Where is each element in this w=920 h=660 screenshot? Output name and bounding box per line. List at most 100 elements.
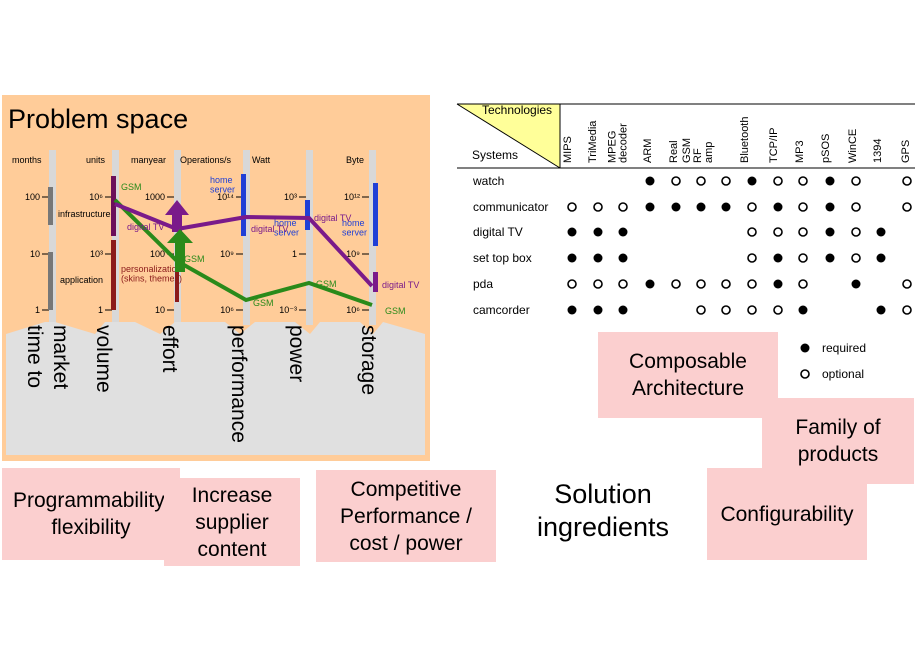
optional-dot — [593, 279, 603, 289]
legend-optional-dot — [800, 369, 810, 379]
axis-head-ops: Operations/s — [180, 155, 232, 165]
tech-header: TriMedia — [587, 120, 599, 163]
composable-architecture-box: Composable Architecture — [598, 332, 778, 418]
optional-dot — [798, 279, 808, 289]
gsm-line — [113, 198, 373, 307]
axis-bar-byte — [369, 150, 376, 325]
required-dot — [567, 305, 577, 315]
competitive-performance-box: Competitive Performance / cost / power — [316, 470, 496, 562]
tech-header-line: Real — [668, 140, 680, 163]
system-name: camcorder — [473, 303, 530, 317]
required-dot — [747, 176, 757, 186]
optional-dot — [721, 176, 731, 186]
tech-header: GSMRFamp — [681, 138, 715, 163]
digital-tv-label: digital TV — [127, 222, 164, 232]
required-dot — [645, 176, 655, 186]
tech-header-line: 1394 — [872, 139, 884, 163]
required-dot — [876, 253, 886, 263]
tick-label: 10⁹ — [346, 249, 360, 259]
tick-label: 1 — [292, 249, 297, 259]
optional-dot — [747, 279, 757, 289]
optional-dot — [696, 176, 706, 186]
gsm-arrow — [167, 229, 193, 272]
axis-head-units: units — [86, 155, 106, 165]
optional-dot — [671, 176, 681, 186]
optional-dot — [851, 253, 861, 263]
axis-head-manyear: manyear — [131, 155, 166, 165]
axis-label-line: power — [285, 325, 308, 382]
required-dot — [645, 279, 655, 289]
optional-dot — [773, 176, 783, 186]
optional-dot — [696, 279, 706, 289]
optional-dot — [798, 253, 808, 263]
optional-dot — [773, 305, 783, 315]
corner-systems: Systems — [472, 148, 518, 162]
axis-label-byte: storage — [357, 325, 380, 395]
tech-header-line: Bluetooth — [739, 117, 751, 163]
required-dot — [593, 227, 603, 237]
optional-dot — [721, 279, 731, 289]
legend-required-label: required — [822, 341, 866, 355]
label-line: home — [210, 175, 233, 185]
tick-label: 10¹² — [344, 192, 360, 202]
required-dot — [618, 253, 628, 263]
optional-dot — [567, 279, 577, 289]
optional-dot — [851, 176, 861, 186]
tech-header-line: decoder — [618, 123, 630, 163]
supplier-content-box: Increase supplier content — [164, 478, 300, 566]
tick-label: 1000 — [145, 192, 165, 202]
label-line: home — [342, 218, 365, 228]
gsm-label: GSM — [121, 182, 142, 192]
system-name: pda — [473, 277, 493, 291]
label-line: (skins, themes) — [121, 273, 182, 283]
optional-dot — [902, 279, 912, 289]
problem-space-title: Problem space — [8, 104, 188, 134]
tick-label: 10⁶ — [346, 305, 360, 315]
required-dot — [696, 202, 706, 212]
digital-tv-label: digital TV — [382, 280, 419, 290]
tech-header-line: WinCE — [847, 129, 859, 163]
system-name: set top box — [473, 251, 532, 265]
tech-header: 1394 — [872, 139, 884, 163]
axis-group: months100101units10⁶10³1manyear100010010… — [12, 150, 378, 325]
tick-label: 10 — [155, 305, 165, 315]
tech-header-line: RF — [692, 148, 704, 163]
required-dot — [671, 202, 681, 212]
required-dot — [567, 227, 577, 237]
tech-header: GPS — [900, 140, 912, 163]
optional-dot — [747, 253, 757, 263]
tech-header: MP3 — [794, 140, 806, 163]
optional-dot — [747, 227, 757, 237]
required-dot — [876, 305, 886, 315]
corner-technologies: Technologies — [482, 103, 552, 117]
tick-label: 10⁶ — [89, 192, 103, 202]
axis-head-months: months — [12, 155, 42, 165]
label-line: personalization — [121, 264, 182, 274]
tick-label: 10⁻³ — [279, 305, 297, 315]
optional-dot — [773, 227, 783, 237]
tech-header: MIPS — [562, 136, 574, 163]
optional-dot — [593, 202, 603, 212]
optional-dot — [798, 202, 808, 212]
optional-dot — [902, 176, 912, 186]
digital-tv-label: digital TV — [251, 224, 288, 234]
tech-header: TCP/IP — [768, 128, 780, 163]
table-corner-diagonal — [456, 103, 561, 169]
optional-dot — [618, 202, 628, 212]
system-name: communicator — [473, 200, 548, 214]
digital-tv-label: digital TV — [314, 213, 351, 223]
digital-tv-arrow — [165, 200, 189, 232]
axis-label-base — [6, 322, 425, 455]
label-line: server — [210, 184, 235, 194]
axis-bar-units — [112, 150, 119, 325]
tech-header-line: MPEG — [607, 131, 619, 163]
digital-tv-line — [114, 202, 374, 288]
axis-label-line: performance — [227, 325, 250, 443]
optional-dot — [696, 305, 706, 315]
tech-header: WinCE — [847, 129, 859, 163]
tick-label: 10³ — [90, 249, 103, 259]
byte-band-dtv — [373, 272, 378, 292]
